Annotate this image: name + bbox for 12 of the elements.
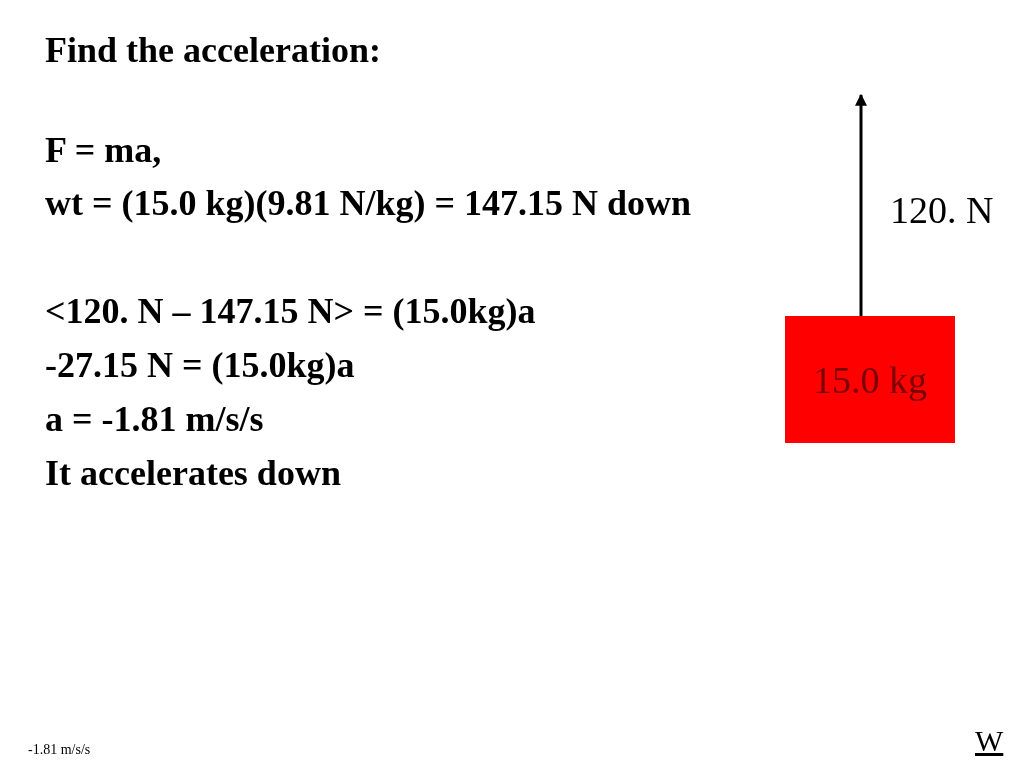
equation: wt = (15.0 kg)(9.81 N/kg) = 147.15 N down xyxy=(45,182,693,225)
equation: a = -1.81 m/s/s xyxy=(45,398,264,441)
conclusion-text: It accelerates down xyxy=(45,452,341,495)
equation: -27.15 N = (15.0kg)a xyxy=(45,344,355,387)
mass-label: 15.0 kg xyxy=(813,357,927,402)
heading: Find the acceleration: xyxy=(45,29,381,72)
mass-block xyxy=(785,316,955,443)
weight-label: W xyxy=(975,724,1004,758)
equation: F = ma, xyxy=(45,129,162,172)
equation: <120. N – 147.15 N> = (15.0kg)a xyxy=(45,290,536,333)
force-label: 120. N xyxy=(890,188,994,232)
answer-note: -1.81 m/s/s xyxy=(28,741,91,759)
